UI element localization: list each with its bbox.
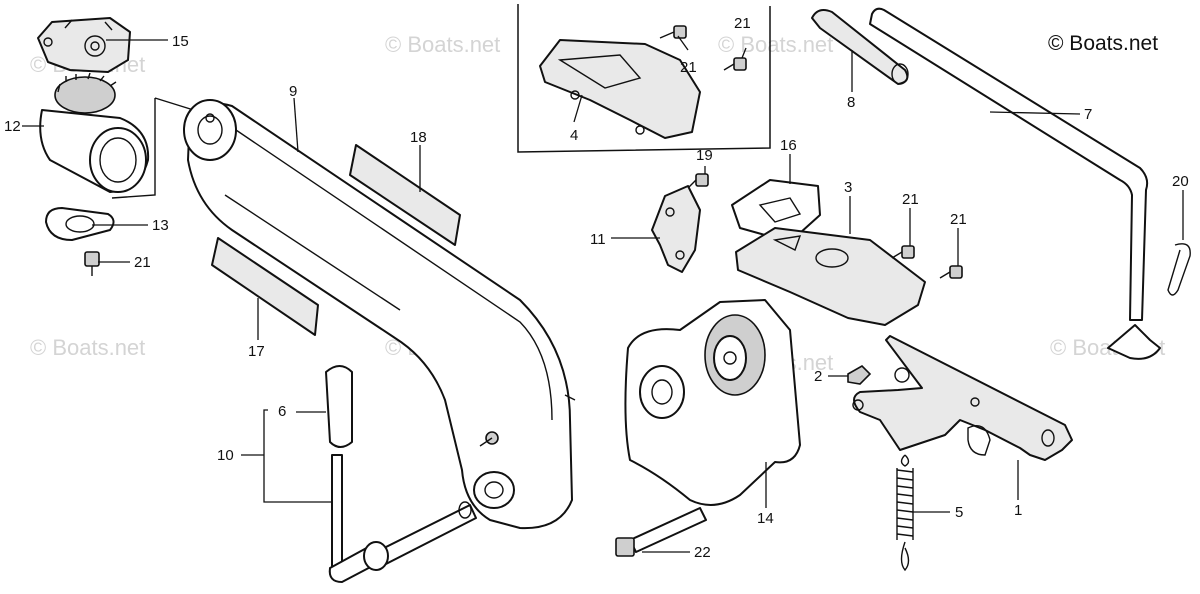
- callout-19: 19: [696, 147, 713, 164]
- callout-6: 6: [278, 403, 286, 420]
- callout-15: 15: [172, 33, 189, 50]
- callout-9: 9: [289, 83, 297, 100]
- part-21-bolt-e: [939, 265, 963, 279]
- part-14-gear-housing: [624, 299, 801, 506]
- part-4-group-outline: [517, 4, 771, 153]
- callout-20: 20: [1172, 173, 1189, 190]
- callout-1: 1: [1014, 502, 1022, 519]
- part-17-decal: [211, 237, 319, 336]
- callout-17: 17: [248, 343, 265, 360]
- part-1-bracket: [852, 335, 1073, 461]
- part-7-rod: [869, 7, 1161, 360]
- callout-13: 13: [152, 217, 169, 234]
- callout-10: 10: [217, 447, 234, 464]
- part-21-bolt-a: [84, 251, 100, 276]
- callout-21: 21: [950, 211, 967, 228]
- callout-21: 21: [734, 15, 751, 32]
- part-10-lever-rod: [328, 454, 477, 583]
- part-2-nut: [847, 365, 872, 385]
- callout-7: 7: [1084, 106, 1092, 123]
- part-8-grip-tube: [811, 9, 909, 85]
- callout-21: 21: [680, 59, 697, 76]
- part-6-grip: [325, 365, 353, 448]
- part-15-bracket: [37, 17, 131, 73]
- part-12-gear-housing: [39, 72, 201, 199]
- callout-21: 21: [902, 191, 919, 208]
- watermark: © Boats.net: [718, 32, 833, 57]
- callout-5: 5: [955, 504, 963, 521]
- part-13-clip: [45, 207, 115, 241]
- callout-labels: 15 12 13 21 9 18 17 6 10 4 21 21 8 7 20 …: [4, 15, 1189, 561]
- copyright-text: © Boats.net: [1048, 32, 1158, 55]
- callout-2: 2: [814, 368, 822, 385]
- part-16-gasket: [731, 179, 821, 243]
- part-5-spring: [896, 454, 914, 572]
- part-21-bolt-c: [723, 57, 747, 71]
- callout-3: 3: [844, 179, 852, 196]
- callout-14: 14: [757, 510, 774, 527]
- part-21-bolt-d: [891, 245, 915, 259]
- part-21-bolt-b: [659, 25, 687, 39]
- part-22-bolt: [615, 507, 707, 557]
- part-4-bracket: [539, 39, 701, 139]
- callout-4: 4: [570, 127, 578, 144]
- part-11-plate: [651, 185, 701, 273]
- callout-8: 8: [847, 94, 855, 111]
- part-20-clip-pin: [1167, 243, 1191, 296]
- part-9-arm: [183, 99, 576, 530]
- watermark: © Boats.net: [30, 335, 145, 360]
- callout-22: 22: [694, 544, 711, 561]
- leader-lines: [22, 35, 1184, 553]
- watermark: © Boats.net: [385, 32, 500, 57]
- callout-11: 11: [590, 231, 606, 248]
- part-18-decal: [349, 144, 461, 246]
- callout-12: 12: [4, 118, 21, 135]
- callout-16: 16: [780, 137, 797, 154]
- callout-21: 21: [134, 254, 151, 271]
- callout-18: 18: [410, 129, 427, 146]
- part-3-plate: [735, 227, 926, 326]
